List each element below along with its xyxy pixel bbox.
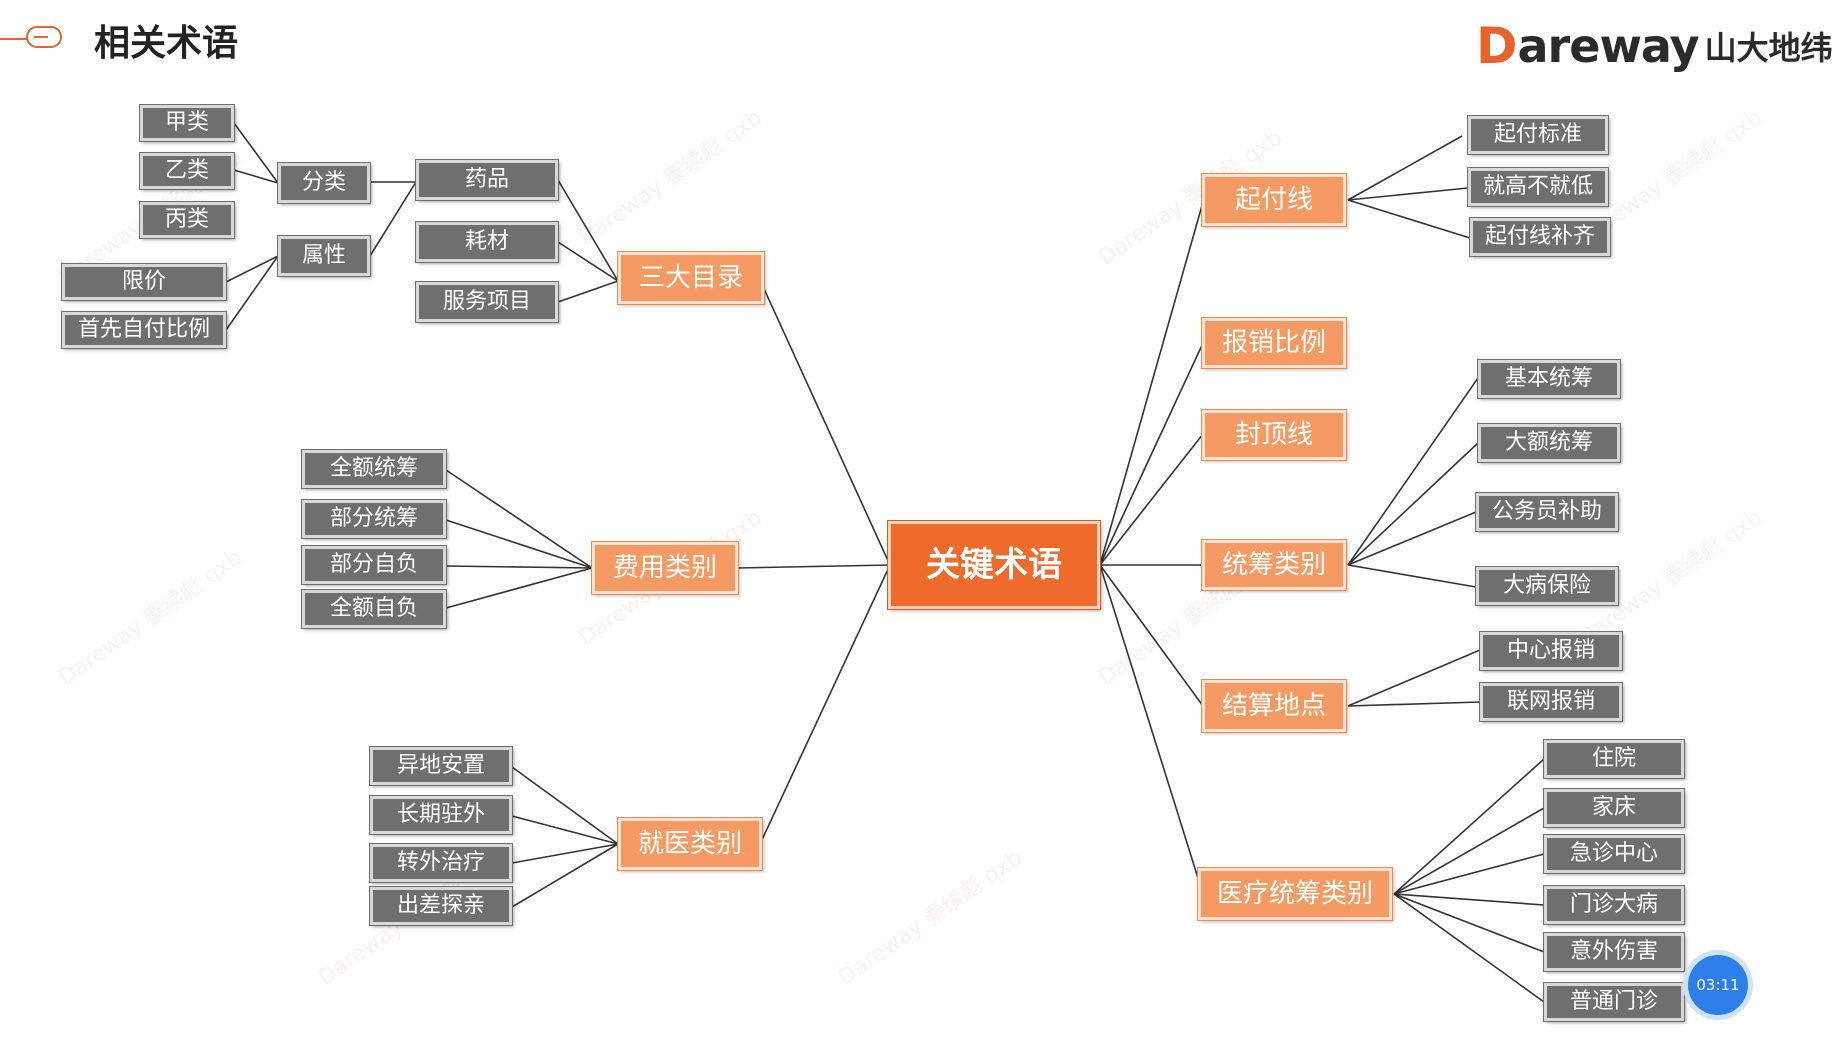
node-yilei: 乙类 <box>139 152 235 190</box>
node-shuxing: 属性 <box>277 235 371 277</box>
node-yiwai-shanghai: 意外伤害 <box>1543 932 1685 972</box>
dareway-logo: D areway 山大地纬 <box>1476 18 1833 74</box>
node-baoxiao-bili: 报销比例 <box>1201 317 1347 369</box>
node-xianjia: 限价 <box>61 263 227 301</box>
node-jiuyi-leibie: 就医类别 <box>617 817 763 871</box>
node-haocai: 耗材 <box>415 221 559 263</box>
node-qifuxian-buqi: 起付线补齐 <box>1469 217 1611 257</box>
header-accent-line <box>0 38 28 40</box>
logo-letter: D <box>1476 17 1518 75</box>
node-jiugao-bujiudi: 就高不就低 <box>1467 167 1609 207</box>
node-jialei: 甲类 <box>139 104 235 142</box>
node-tongchou-leibie: 统筹类别 <box>1201 539 1347 591</box>
node-dabing-baoxian: 大病保险 <box>1475 566 1619 606</box>
node-fenlei: 分类 <box>277 162 371 204</box>
node-sanda-mulu: 三大目录 <box>617 251 765 305</box>
node-putong-menzhen: 普通门诊 <box>1543 982 1685 1022</box>
node-dae-tongchou: 大额统筹 <box>1477 423 1621 463</box>
node-changqi-zhuwai: 长期驻外 <box>369 795 513 835</box>
node-jiachuang: 家床 <box>1543 788 1685 828</box>
node-quane-tongchou: 全额统筹 <box>301 449 447 489</box>
node-lianwang-baoxiao: 联网报销 <box>1479 682 1623 722</box>
node-quane-zifu: 全额自负 <box>301 589 447 629</box>
node-bufen-tongchou: 部分统筹 <box>301 499 447 539</box>
node-zhuyuan: 住院 <box>1543 739 1685 779</box>
timer-badge[interactable]: 03:11 <box>1688 955 1748 1015</box>
page-title: 相关术语 <box>94 23 239 64</box>
node-qifu-biaozhun: 起付标准 <box>1467 115 1609 155</box>
node-qifuxian: 起付线 <box>1201 173 1347 227</box>
node-menzhen-dabing: 门诊大病 <box>1543 885 1685 925</box>
node-jiesuan-didian: 结算地点 <box>1201 679 1347 733</box>
node-fengdingxian: 封顶线 <box>1201 409 1347 461</box>
node-shouxian-zifu: 首先自付比例 <box>61 311 227 349</box>
node-jizhen-zhongxin: 急诊中心 <box>1543 834 1685 874</box>
logo-chinese-name: 山大地纬 <box>1704 29 1833 67</box>
center-node: 关键术语 <box>887 520 1101 610</box>
node-feiyong-leibie: 费用类别 <box>591 541 739 595</box>
node-yiliao-tongchou-leibie: 医疗统筹类别 <box>1197 867 1393 921</box>
logo-word: areway <box>1517 19 1700 73</box>
node-zhongxin-baoxiao: 中心报销 <box>1479 631 1623 671</box>
mouse-icon <box>26 26 62 48</box>
node-gongwuyuan-buzhu: 公务员补助 <box>1475 492 1619 532</box>
node-bufen-zifu: 部分自负 <box>301 545 447 585</box>
node-fuwu-xiangmu: 服务项目 <box>415 281 559 323</box>
node-yaopin: 药品 <box>415 159 559 201</box>
node-yidi-anzhi: 异地安置 <box>369 746 513 786</box>
node-chuchai-tanqin: 出差探亲 <box>369 886 513 926</box>
node-binglei: 丙类 <box>139 201 235 239</box>
node-zhuanwai-zhiliao: 转外治疗 <box>369 843 513 883</box>
node-jiben-tongchou: 基本统筹 <box>1477 359 1621 399</box>
